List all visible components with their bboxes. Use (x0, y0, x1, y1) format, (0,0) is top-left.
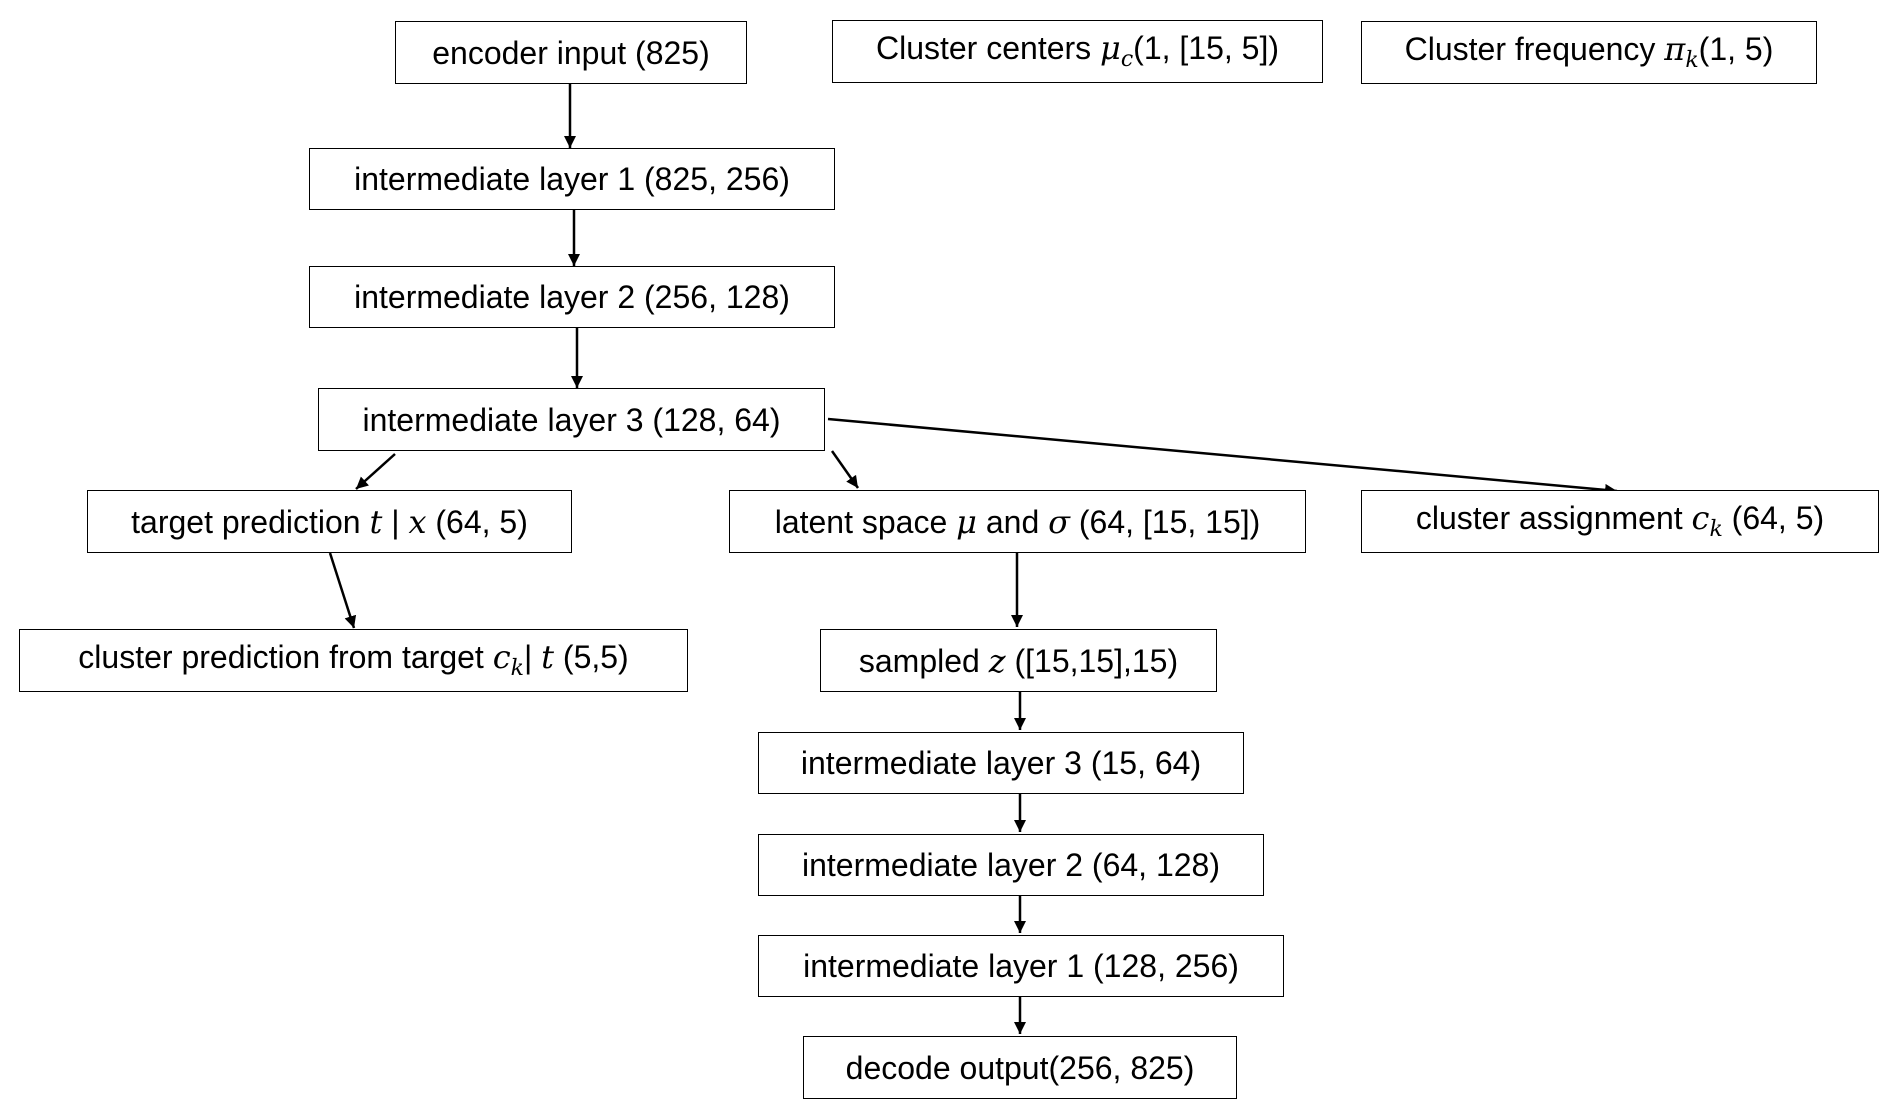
c-symbol: c (492, 638, 511, 676)
label-text: (64, 5) (1722, 500, 1825, 536)
subscript-k: k (1709, 517, 1723, 542)
node-label: intermediate layer 2 (64, 128) (802, 847, 1220, 883)
node-encoder-layer1: intermediate layer 1 (825, 256) (309, 148, 835, 210)
x-symbol: x (408, 502, 427, 541)
subscript-c: c (1120, 47, 1134, 72)
node-decoder-layer3: intermediate layer 3 (15, 64) (758, 732, 1244, 794)
node-encoder-layer2: intermediate layer 2 (256, 128) (309, 266, 835, 328)
node-label: intermediate layer 3 (15, 64) (800, 745, 1202, 781)
label-text: (64, [15, 15]) (1069, 503, 1261, 540)
mu-symbol: μ (1100, 29, 1121, 67)
c-symbol: c (1691, 499, 1710, 537)
node-label: latent space μ and σ (64, [15, 15]) (775, 506, 1261, 538)
node-cluster-centers: Cluster centers μc(1, [15, 5]) (832, 20, 1323, 83)
node-label: intermediate layer 1 (825, 256) (354, 161, 790, 197)
node-label: sampled z ([15,15],15) (859, 645, 1178, 677)
mu-symbol: μ (956, 502, 977, 541)
node-encoder-layer3: intermediate layer 3 (128, 64) (318, 388, 825, 451)
node-target-prediction: target prediction t | x (64, 5) (87, 490, 572, 553)
t-symbol: t (541, 638, 555, 676)
node-cluster-frequency: Cluster frequency πk(1, 5) (1361, 21, 1817, 84)
label-text: and (976, 503, 1049, 540)
node-label: decode output(256, 825) (845, 1049, 1195, 1086)
edge-layer3-to-latent-space (830, 450, 860, 489)
edge-layer3-to-cluster-assignment (827, 417, 1618, 496)
pi-symbol: π (1664, 30, 1686, 68)
subscript-k: k (1685, 48, 1699, 73)
edge-layer3-to-target-prediction (355, 453, 396, 490)
node-sampled-z: sampled z ([15,15],15) (820, 629, 1217, 692)
node-decoder-layer2: intermediate layer 2 (64, 128) (758, 834, 1264, 896)
given-bar: | (382, 503, 409, 540)
label-text: sampled (858, 642, 989, 679)
node-label: target prediction t | x (64, 5) (131, 506, 528, 538)
given-bar: | (523, 639, 542, 675)
label-text: cluster assignment (1415, 500, 1692, 536)
label-text: Cluster frequency (1404, 31, 1665, 67)
z-symbol: z (988, 641, 1006, 680)
label-text: (1, [15, 5]) (1133, 30, 1280, 66)
label-text: ([15,15],15) (1005, 642, 1179, 679)
node-decoder-layer1: intermediate layer 1 (128, 256) (758, 935, 1284, 997)
node-label: Cluster centers μc(1, [15, 5]) (876, 32, 1279, 71)
label-text: (1, 5) (1698, 31, 1774, 67)
label-text: target prediction (131, 503, 370, 540)
node-label: encoder input (825) (432, 34, 710, 71)
node-decode-output: decode output(256, 825) (803, 1036, 1237, 1099)
node-label: cluster prediction from target ck| t (5,… (78, 641, 628, 680)
label-text: (5,5) (554, 639, 629, 675)
node-label: cluster assignment ck (64, 5) (1416, 502, 1824, 541)
node-latent-space: latent space μ and σ (64, [15, 15]) (729, 490, 1306, 553)
node-label: intermediate layer 1 (128, 256) (803, 948, 1239, 984)
node-label: Cluster frequency πk(1, 5) (1405, 33, 1774, 72)
node-label: intermediate layer 2 (256, 128) (354, 279, 790, 315)
node-cluster-assignment: cluster assignment ck (64, 5) (1361, 490, 1879, 553)
label-text: latent space (774, 503, 957, 540)
label-text: Cluster centers (875, 30, 1101, 66)
label-text: cluster prediction from target (78, 639, 493, 675)
subscript-k: k (510, 656, 524, 681)
sigma-symbol: σ (1048, 502, 1070, 541)
label-text: (64, 5) (426, 503, 528, 540)
node-label: intermediate layer 3 (128, 64) (362, 401, 781, 438)
edge-target-to-cluster-prediction (328, 552, 357, 629)
t-symbol: t (369, 502, 383, 541)
node-encoder-input: encoder input (825) (395, 21, 747, 84)
node-cluster-prediction: cluster prediction from target ck| t (5,… (19, 629, 688, 692)
